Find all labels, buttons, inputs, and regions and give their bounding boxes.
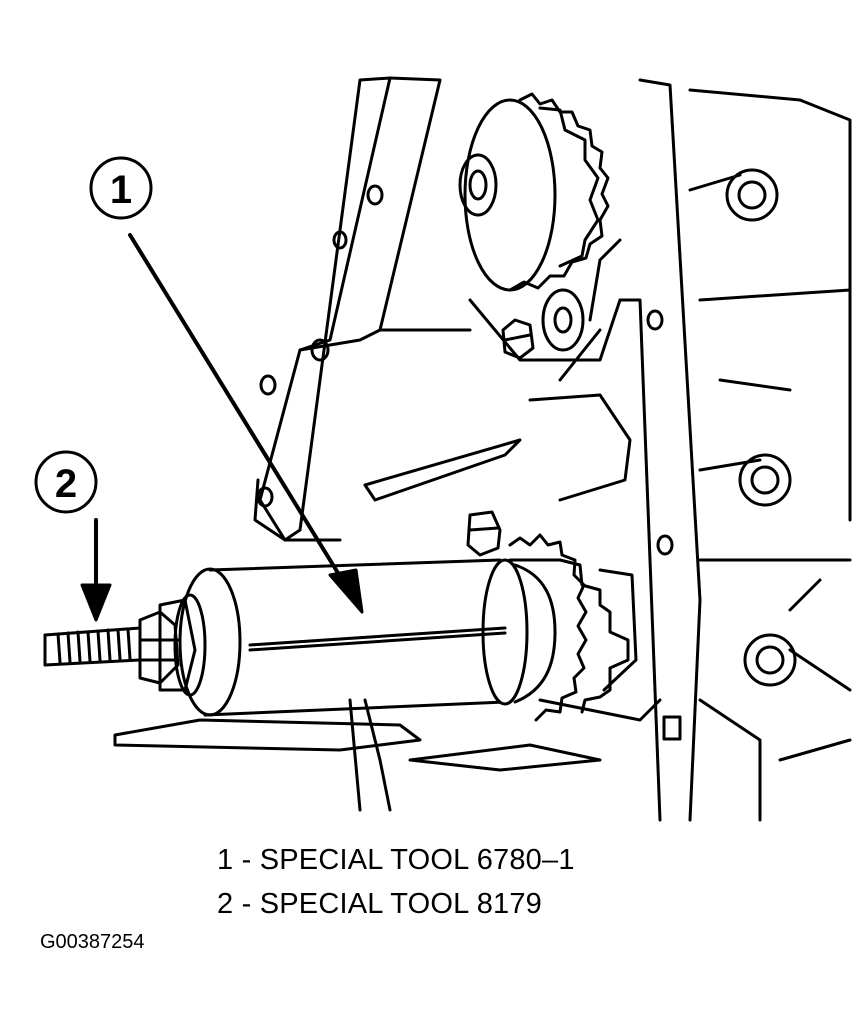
- legend-item: 2 - SPECIAL TOOL 8179: [217, 882, 575, 926]
- legend-text: SPECIAL TOOL 6780–1: [259, 844, 575, 876]
- callout-1: 1: [89, 156, 153, 220]
- special-tool-8179: [43, 593, 207, 697]
- engine-illustration: 1 2: [34, 76, 852, 822]
- upper-sprocket: [458, 92, 610, 292]
- engine-block: [113, 76, 852, 822]
- legend-item: 1 - SPECIAL TOOL 6780–1: [217, 838, 575, 882]
- special-tool-6780-1: [178, 558, 557, 717]
- legend-number: 1: [217, 844, 234, 876]
- figure-id: G00387254: [40, 931, 145, 953]
- legend-separator: -: [233, 888, 260, 920]
- legend-separator: -: [233, 844, 260, 876]
- callout-1-number: 1: [110, 168, 132, 212]
- callout-2-number: 2: [55, 462, 77, 506]
- idler-bolt: [501, 288, 585, 360]
- lower-sprocket: [466, 510, 638, 722]
- callout-2: 2: [34, 450, 98, 514]
- bolt-holes: [256, 168, 797, 741]
- legend-text: SPECIAL TOOL 8179: [259, 888, 543, 920]
- leader-arrow-2: [80, 518, 112, 622]
- legend-number: 2: [217, 888, 234, 920]
- legend: 1 - SPECIAL TOOL 6780–1 2 - SPECIAL TOOL…: [217, 838, 575, 926]
- leader-arrow-1: [128, 233, 364, 614]
